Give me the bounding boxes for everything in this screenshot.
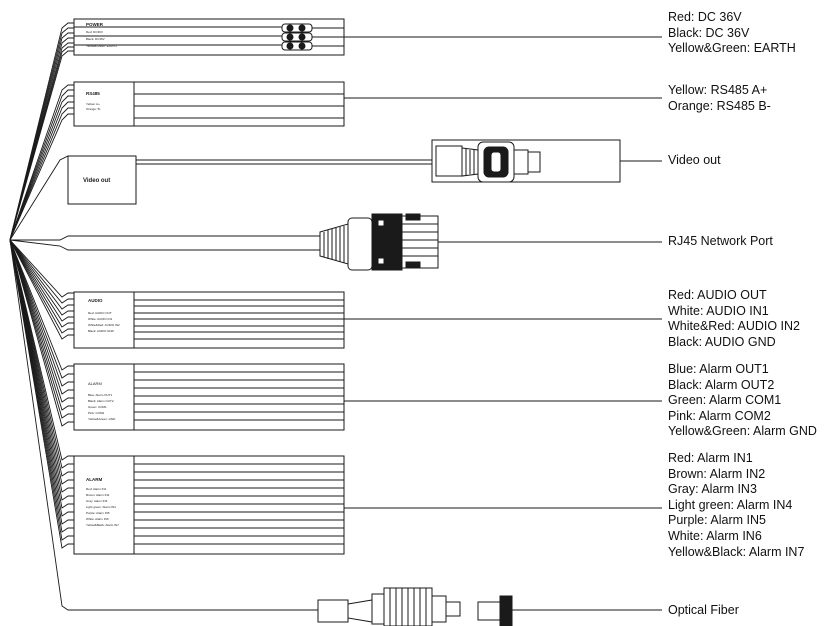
- svg-text:Red: Alarm IN1: Red: Alarm IN1: [86, 487, 107, 491]
- alarm-out-legend-line: Pink: Alarm COM2: [668, 408, 771, 423]
- power-legend-line: Yellow&Green: EARTH: [668, 41, 796, 56]
- video-out-legend-line: Video out: [668, 153, 721, 167]
- svg-text:POWER: POWER: [86, 22, 104, 27]
- power-legend-line: Black: DC 36V: [668, 25, 750, 40]
- rs485-legend-line: Yellow: RS485 A+: [668, 83, 768, 97]
- svg-text:Black: DC36V: Black: DC36V: [86, 37, 105, 41]
- alarm-in-legend-line: Yellow&Black: Alarm IN7: [668, 544, 805, 559]
- power-legend: Red: DC 36V Black: DC 36V Yellow&Green: …: [668, 10, 796, 57]
- svg-text:Blue: Alarm OUT1: Blue: Alarm OUT1: [88, 393, 113, 397]
- svg-text:Red: DC36V: Red: DC36V: [86, 30, 103, 34]
- alarm-out-legend-line: Black: Alarm OUT2: [668, 377, 775, 392]
- alarm-out-legend: Blue: Alarm OUT1 Black: Alarm OUT2 Green…: [668, 362, 827, 440]
- alarm-in-legend-line: Red: Alarm IN1: [668, 451, 753, 465]
- svg-text:Purple: Alarm IN5: Purple: Alarm IN5: [86, 511, 110, 515]
- power-legend-line: Red: DC 36V: [668, 10, 742, 24]
- rs485-box-label: RS485 Yellow: A+ Orange: B-: [86, 91, 101, 111]
- rj45-legend-line: RJ45 Network Port: [668, 234, 773, 248]
- rs485-legend-line: Orange: RS485 B-: [668, 98, 771, 113]
- alarm-in-legend-line: White: Alarm IN6: [668, 528, 762, 543]
- power-connector: [73, 18, 662, 56]
- svg-text:Orange: B-: Orange: B-: [86, 107, 101, 111]
- svg-text:Yellow: A+: Yellow: A+: [86, 102, 100, 106]
- svg-text:Black: Alarm OUT2: Black: Alarm OUT2: [88, 399, 114, 403]
- svg-text:Green: COM1: Green: COM1: [88, 405, 107, 409]
- rj45-legend: RJ45 Network Port: [668, 234, 773, 250]
- audio-legend-line: White&Red: AUDIO IN2: [668, 319, 800, 334]
- svg-text:White: Alarm IN6: White: Alarm IN6: [86, 517, 109, 521]
- audio-box-label: AUDIO Red: AUDIO OUT White: AUDIO IN1 Wh…: [88, 298, 120, 333]
- optical-fiber-legend: Optical Fiber: [668, 603, 739, 619]
- alarm-in-legend: Red: Alarm IN1 Brown: Alarm IN2 Gray: Al…: [668, 451, 804, 560]
- alarm-in-box-label: ALARM Red: Alarm IN1 Brown: Alarm IN2 Gr…: [86, 477, 119, 527]
- rj45-connector: [319, 213, 662, 271]
- alarm-out-connector: [73, 363, 662, 431]
- alarm-in-legend-line: Gray: Alarm IN3: [668, 482, 757, 497]
- svg-text:Yellow&Green: EARTH: Yellow&Green: EARTH: [86, 44, 117, 48]
- alarm-out-legend-line: Blue: Alarm OUT1: [668, 362, 769, 376]
- svg-text:White: AUDIO IN1: White: AUDIO IN1: [88, 317, 113, 321]
- svg-text:White&Red: AUDIO IN2: White&Red: AUDIO IN2: [88, 323, 120, 327]
- rs485-legend: Yellow: RS485 A+ Orange: RS485 B-: [668, 83, 771, 114]
- svg-text:Red: AUDIO OUT: Red: AUDIO OUT: [88, 311, 112, 315]
- video-out-legend: Video out: [668, 153, 721, 169]
- power-box-label: POWER Red: DC36V Black: DC36V Yellow&Gre…: [86, 22, 117, 48]
- svg-text:Yellow&Green: GND: Yellow&Green: GND: [88, 417, 116, 421]
- audio-legend-line: White: AUDIO IN1: [668, 303, 769, 318]
- svg-text:Gray: Alarm IN3: Gray: Alarm IN3: [86, 499, 108, 503]
- alarm-out-box-label: ALARM Blue: Alarm OUT1 Black: Alarm OUT2…: [88, 381, 116, 421]
- audio-legend-line: Black: AUDIO GND: [668, 334, 776, 349]
- video-out-box-label: Video out: [83, 178, 110, 184]
- svg-text:Yellow&Black: Alarm IN7: Yellow&Black: Alarm IN7: [86, 523, 119, 527]
- audio-connector: [73, 291, 662, 349]
- rs485-connector: [73, 81, 662, 127]
- svg-text:ALARM: ALARM: [86, 477, 102, 482]
- svg-text:AUDIO: AUDIO: [88, 298, 103, 303]
- alarm-in-legend-line: Brown: Alarm IN2: [668, 466, 766, 481]
- svg-text:ALARM: ALARM: [88, 381, 102, 386]
- svg-text:Light green: Alarm IN4: Light green: Alarm IN4: [86, 505, 116, 509]
- video-out-connector: [67, 139, 662, 205]
- audio-legend: Red: AUDIO OUT White: AUDIO IN1 White&Re…: [668, 288, 800, 350]
- alarm-in-connector: [73, 455, 662, 555]
- alarm-in-legend-line: Light green: Alarm IN4: [668, 497, 793, 512]
- optical-fiber-connector: [317, 587, 662, 626]
- svg-text:Black: AUDIO GND: Black: AUDIO GND: [88, 329, 115, 333]
- alarm-out-legend-line: Yellow&Green: Alarm GND: [668, 424, 817, 439]
- svg-text:Pink: COM2: Pink: COM2: [88, 411, 105, 415]
- svg-text:Brown: Alarm IN2: Brown: Alarm IN2: [86, 493, 110, 497]
- alarm-in-legend-line: Purple: Alarm IN5: [668, 513, 766, 528]
- alarm-out-legend-line: Green: Alarm COM1: [668, 393, 782, 408]
- optical-fiber-legend-line: Optical Fiber: [668, 603, 739, 617]
- svg-text:RS485: RS485: [86, 91, 100, 96]
- audio-legend-line: Red: AUDIO OUT: [668, 288, 767, 302]
